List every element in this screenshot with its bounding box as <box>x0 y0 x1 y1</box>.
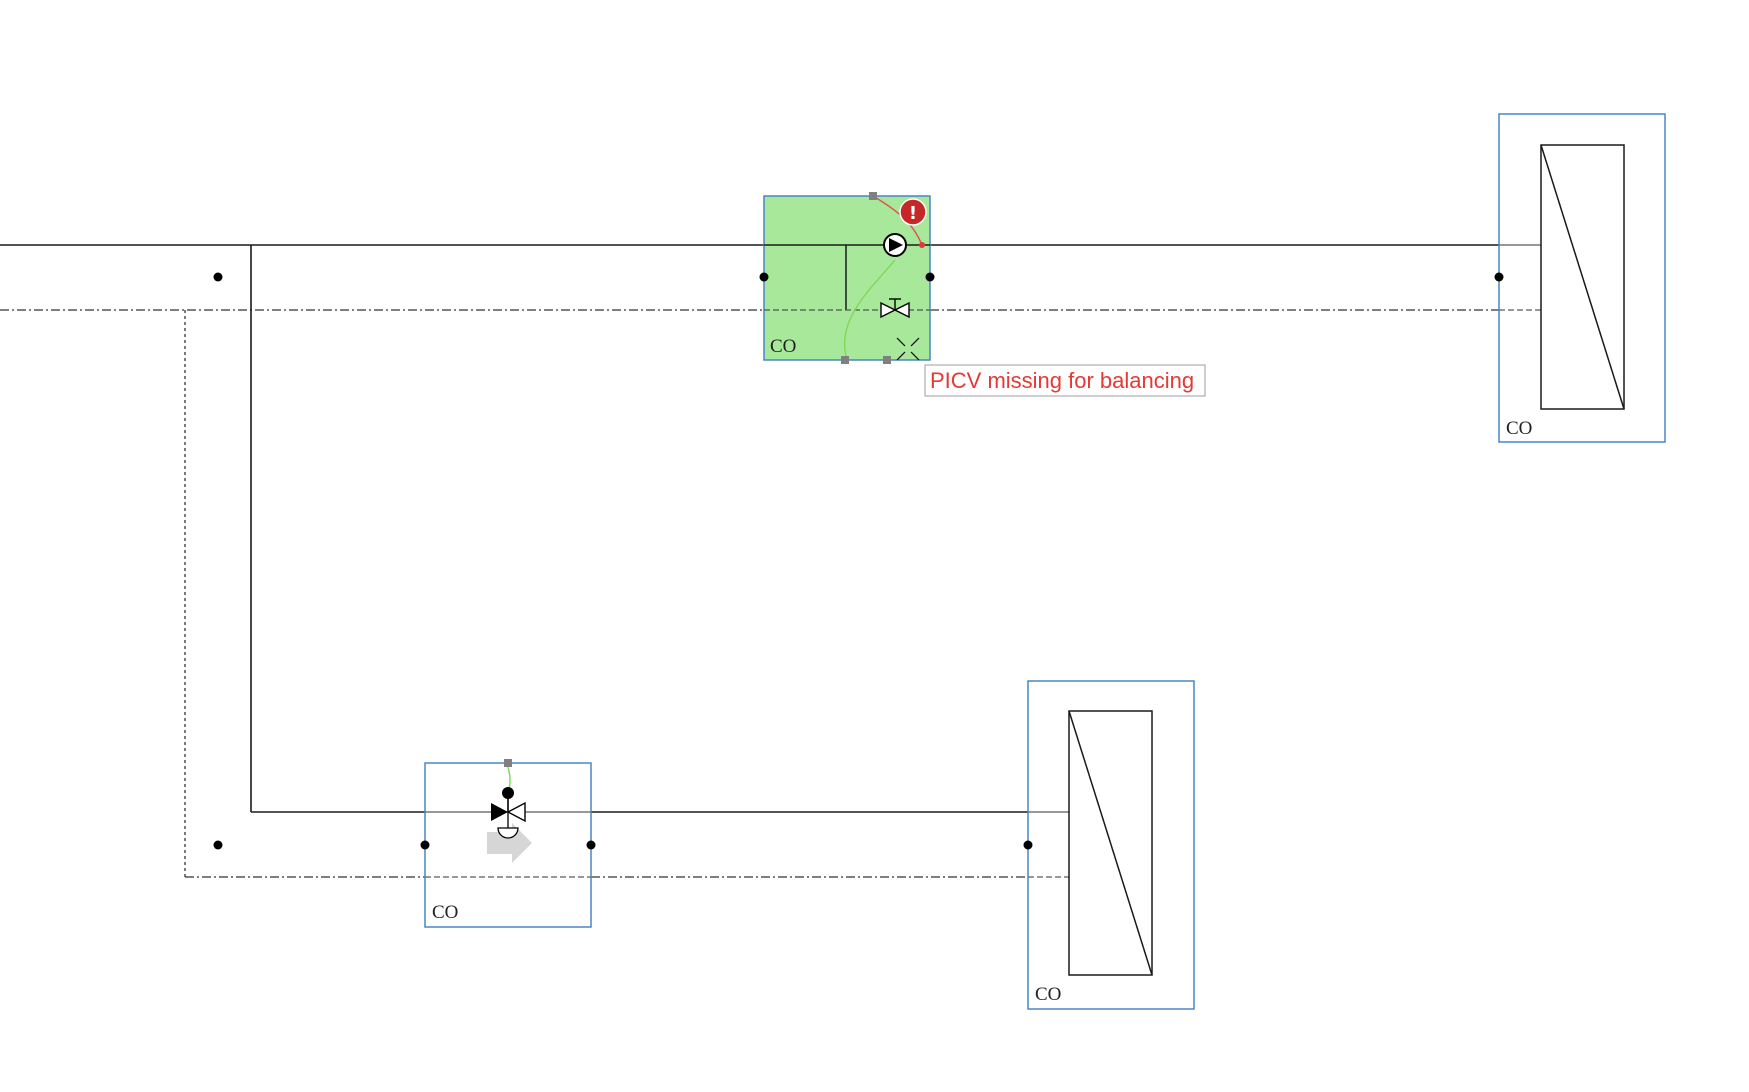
node-label: CO <box>432 902 458 923</box>
connector-dot[interactable] <box>420 840 430 850</box>
pump-icon[interactable] <box>883 233 907 257</box>
node-label: CO <box>1506 418 1532 439</box>
flow-arrow-icon <box>487 823 532 863</box>
node-label: CO <box>770 336 796 357</box>
radiator-top[interactable]: CO <box>1494 113 1666 443</box>
radiator-icon <box>1540 144 1625 410</box>
open-port-icon[interactable] <box>896 337 920 361</box>
warning-text: PICV missing for balancing <box>930 368 1194 393</box>
warning-icon[interactable]: ! <box>899 198 927 226</box>
warning-message[interactable]: PICV missing for balancing <box>924 364 1206 397</box>
connector-dot[interactable] <box>1023 840 1033 850</box>
supply-riser[interactable] <box>250 245 1028 813</box>
port-handle[interactable] <box>504 759 512 767</box>
port-handle[interactable] <box>841 356 849 364</box>
connector-dot[interactable] <box>1494 272 1504 282</box>
pump-module[interactable]: CO ! <box>759 192 935 364</box>
three-way-valve-icon[interactable] <box>491 787 526 839</box>
warning-glyph: ! <box>909 203 917 224</box>
connector-dot[interactable] <box>925 272 935 282</box>
node-label: CO <box>1035 984 1061 1005</box>
junction-bottom[interactable] <box>213 840 223 850</box>
valve-module[interactable]: CO <box>420 759 596 928</box>
radiator-bottom[interactable]: CO <box>1023 680 1195 1010</box>
control-link <box>843 259 896 361</box>
port-handle[interactable] <box>869 192 877 200</box>
junction-top[interactable] <box>213 272 223 282</box>
balancing-valve-icon[interactable] <box>880 298 910 319</box>
port-handle[interactable] <box>919 242 925 248</box>
actuator-icon <box>502 787 514 799</box>
radiator-icon <box>1068 710 1153 976</box>
port-handle[interactable] <box>883 356 891 364</box>
connector-dot[interactable] <box>759 272 769 282</box>
connector-dot[interactable] <box>586 840 596 850</box>
